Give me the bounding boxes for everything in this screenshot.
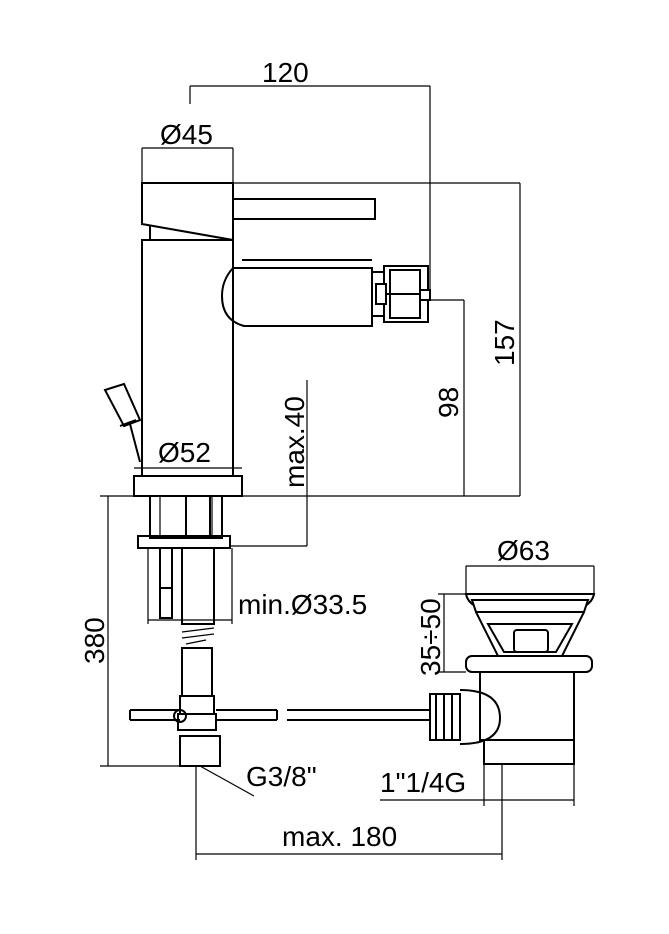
faucet-body bbox=[103, 182, 431, 497]
under-deck-assembly bbox=[129, 495, 430, 767]
dim-overall-width: 120 bbox=[262, 57, 309, 88]
dim-waste-thread: 1"1/4G bbox=[380, 767, 466, 798]
pop-up-waste bbox=[429, 593, 596, 765]
dim-body-diameter: Ø45 bbox=[160, 119, 213, 150]
dim-total-height: 157 bbox=[489, 319, 520, 366]
dim-max-deck-thickness: max.40 bbox=[279, 396, 310, 488]
dim-base-diameter: Ø52 bbox=[158, 437, 211, 468]
dim-connector-thread: G3/8" bbox=[246, 761, 317, 792]
dim-spout-height: 98 bbox=[433, 387, 464, 418]
dimension-lines bbox=[100, 85, 595, 860]
dim-waste-diameter: Ø63 bbox=[497, 535, 550, 566]
dim-max-distance: max. 180 bbox=[282, 821, 397, 852]
dim-min-hole: min.Ø33.5 bbox=[238, 589, 367, 620]
dim-hose-length: 380 bbox=[79, 617, 110, 664]
dim-waste-height-range: 35÷50 bbox=[415, 598, 446, 676]
